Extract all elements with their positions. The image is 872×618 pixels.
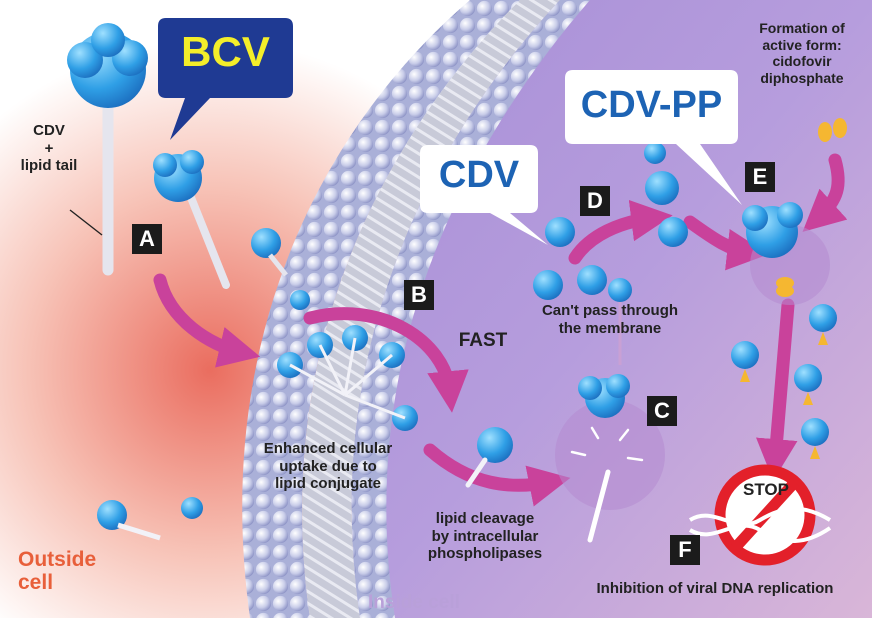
viral-dna [688,523,832,543]
arrow-d [568,199,673,265]
bcv-molecule [153,150,230,289]
fast-label: FAST [458,330,508,351]
formation-label: Formation of active form: cidofovir diph… [759,20,845,86]
lipid-cleavage-label: lipid cleavage by intracellular phosphol… [427,510,543,563]
viral-dna [688,506,832,527]
bcv-molecule [251,228,288,277]
bcv-molecule-large [67,23,148,276]
bcv-bubble-label: BCV [181,28,270,75]
cdvpp-bubble-shape [565,70,742,205]
inhibition-label: Inhibition of viral DNA replication [596,580,834,597]
step-b-marker: B [404,280,434,310]
cleavage-site [555,400,665,510]
label-leader-line [69,209,103,236]
cdvpp-bubble-label: CDV-PP [580,84,723,126]
bcv-bubble-shape [158,18,293,140]
phosphate-pair [818,122,832,142]
inside-cell-label: Inside cell [368,592,460,613]
bcv-molecule-cluster [277,290,418,431]
cdv-pp-molecule [742,202,803,258]
cdv-lipid-tail-label: CDV + lipid tail [20,122,78,175]
cdv-pp-molecules-group [731,304,837,459]
cleaved-lipid-tail [587,469,611,543]
arrow-b [303,307,469,413]
enhanced-uptake-label: Enhanced cellular uptake due to lipid co… [263,440,393,493]
arrow-to-e [683,215,769,271]
membrane-inner-leaflet [351,0,590,618]
cdv-bubble-shape [420,145,548,245]
step-d-marker: D [580,186,610,216]
arrow-to-c [423,443,571,507]
arrow-to-stop [756,298,798,481]
bcv-molecule-inside [465,427,513,488]
step-a-marker: A [132,224,162,254]
phosphate-group [776,285,794,297]
cdv-bubble-label: CDV [438,154,520,196]
step-e-marker: E [745,162,775,192]
step-c-marker: C [647,396,677,426]
bcv-molecule-outside [97,497,203,541]
cleavage-spark [570,426,644,462]
arrow-from-formation [802,153,848,232]
outside-cell-label: Outside cell [18,548,97,595]
step-f-marker: F [670,535,700,565]
phosphate-pair [833,118,847,138]
cant-pass-label: Can't pass through the membrane [541,302,679,337]
cdv-molecules [533,142,688,418]
stop-label: STOP [743,480,789,499]
arrow-a [153,273,261,368]
